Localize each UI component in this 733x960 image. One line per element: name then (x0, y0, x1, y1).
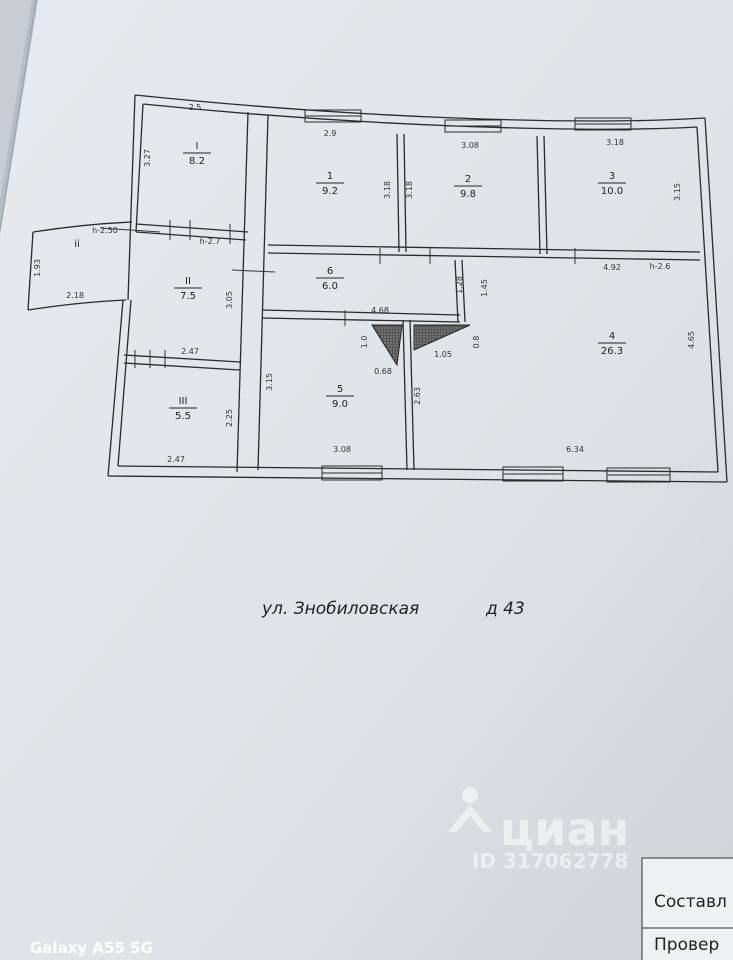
stamp-line-1: Составл (654, 892, 727, 912)
stamp-line-2: Провер (654, 935, 719, 955)
room-area: 9.2 (322, 186, 338, 197)
room-number: 1 (327, 171, 333, 182)
room-area: 9.8 (460, 189, 476, 200)
dimension-label: 3.15 (673, 183, 682, 201)
dimension-label: 2.63 (413, 387, 422, 405)
room-area: 10.0 (601, 186, 623, 197)
room-number: II (185, 276, 191, 287)
dimension-label: 2.5 (189, 103, 202, 112)
room-area: 26.3 (601, 346, 623, 357)
dimension-label: 1.0 (360, 336, 369, 349)
windows (304, 109, 671, 483)
dimension-label: 2.47 (181, 347, 199, 356)
dimension-label: 2.47 (167, 455, 185, 464)
dimension-label: h-2.7 (200, 237, 221, 246)
dimension-label: 3.18 (383, 181, 392, 199)
room-number: 6 (327, 266, 333, 277)
room-number: III (179, 396, 188, 407)
dimension-label: 3.15 (265, 373, 274, 391)
dimension-label: h-2.50 (92, 226, 118, 235)
dimension-label: 0.68 (374, 367, 392, 376)
dimension-label: 2.9 (324, 129, 337, 138)
dimension-label: 4.68 (371, 306, 389, 315)
dimension-label: 3.18 (606, 138, 624, 147)
camera-device-label: Galaxy A55 5G (30, 939, 153, 957)
room-area: 9.0 (332, 399, 348, 410)
watermark-id: ID 317062778 (472, 849, 628, 873)
dimension-label: 4.92 (603, 263, 621, 272)
dimension-ticks (99, 220, 576, 368)
dimension-labels: 2.5 3.27 2.9 3.08 3.18 3.18 3.18 3.15 h-2.50 h-2.… (33, 103, 696, 464)
room-number: 3 (609, 171, 615, 182)
dimension-label: 3.08 (333, 445, 351, 454)
dimension-label: 3.27 (143, 149, 152, 167)
dimension-label: 1.45 (480, 279, 489, 297)
dimension-label: 2.18 (66, 291, 84, 300)
room-labels: I 8.2 1 9.2 2 9.8 3 10.0II 7.5 6 6.0 4 26.3 5 9.0 III 5.… (74, 141, 626, 422)
room-number: 2 (465, 174, 471, 185)
dimension-label: h-2.6 (650, 262, 671, 271)
room-area: 6.0 (322, 281, 338, 292)
room-number: 5 (337, 384, 343, 395)
room-area: 5.5 (175, 411, 191, 422)
dimension-label: 3.18 (405, 181, 414, 199)
cian-watermark: циан ID 317062778 (448, 787, 629, 873)
dimension-label: 6.34 (566, 445, 584, 454)
dimension-label: 1.28 (455, 276, 464, 294)
room-number: ii (74, 239, 80, 250)
shaded-stove-area (371, 324, 403, 367)
room-area: 8.2 (189, 156, 205, 167)
dimension-label: 1.05 (434, 350, 452, 359)
cian-logo-icon (448, 787, 492, 832)
dimension-label: 3.05 (225, 291, 234, 309)
watermark-brand: циан (500, 802, 629, 856)
shaded-stairs-area (413, 324, 471, 351)
dimension-label: 1.93 (33, 259, 42, 277)
dimension-label: 0.8 (472, 336, 481, 349)
room-number: I (196, 141, 199, 152)
dimension-label: 3.08 (461, 141, 479, 150)
street-address: ул. Знобиловская (261, 599, 419, 619)
title-block: Составл Провер (641, 857, 733, 960)
room-number: 4 (609, 331, 615, 342)
dimension-label: 4.65 (687, 331, 696, 349)
dimension-label: 2.25 (225, 409, 234, 427)
house-number: д 43 (485, 599, 525, 619)
walls (27, 94, 728, 483)
room-area: 7.5 (180, 291, 196, 302)
